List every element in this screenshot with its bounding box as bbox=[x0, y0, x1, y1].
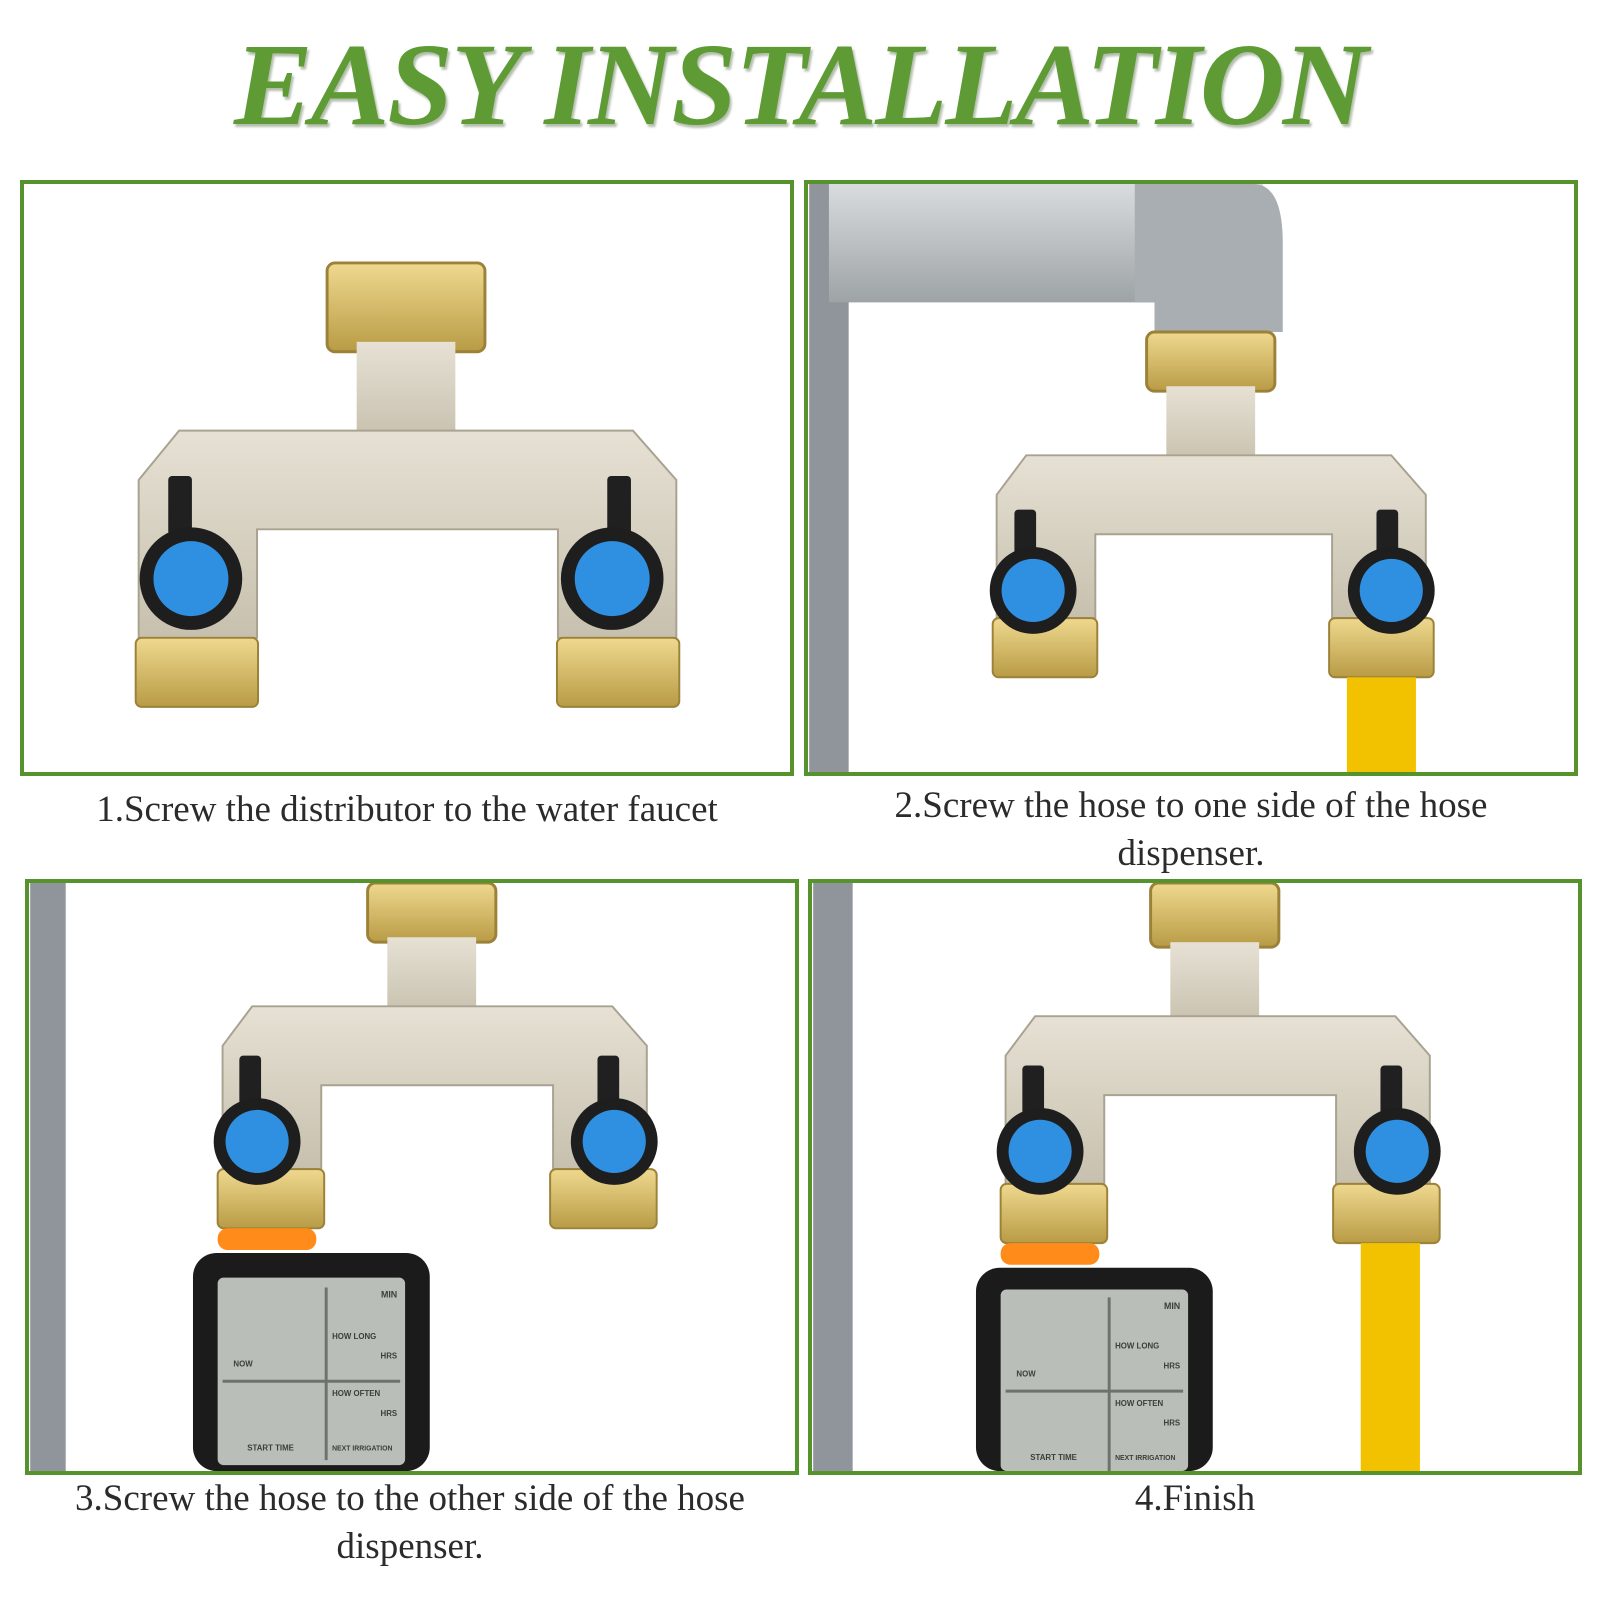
water-timer-icon: MIN HOW LONG HRS NOW HOW OFTEN HRS START… bbox=[192, 1228, 430, 1471]
timer-label-hrs-1: HRS bbox=[381, 1352, 398, 1361]
wall-pipe-icon bbox=[30, 883, 66, 1471]
timer-label-how-long: HOW LONG bbox=[332, 1332, 376, 1341]
step-2-panel bbox=[804, 180, 1578, 776]
timer-label-how-long: HOW LONG bbox=[1115, 1342, 1159, 1351]
wall-pipe-icon bbox=[813, 883, 853, 1471]
step-2-photo bbox=[809, 184, 1435, 772]
timer-label-start-time: START TIME bbox=[1030, 1453, 1077, 1462]
step-3-panel: MIN HOW LONG HRS NOW HOW OFTEN HRS START… bbox=[25, 879, 799, 1475]
water-timer-icon: MIN HOW LONG HRS NOW HOW OFTEN HRS START… bbox=[975, 1243, 1213, 1471]
faucet-pipe-icon bbox=[828, 184, 1283, 332]
timer-label-next-irrigation: NEXT IRRIGATION bbox=[1115, 1455, 1175, 1462]
step-2-caption: 2.Screw the hose to one side of the hose… bbox=[894, 785, 1488, 874]
timer-label-hrs-2: HRS bbox=[381, 1409, 398, 1418]
garden-hose-icon bbox=[1346, 677, 1416, 772]
timer-label-now: NOW bbox=[233, 1359, 253, 1368]
step-4-photo: MIN HOW LONG HRS NOW HOW OFTEN HRS START… bbox=[813, 883, 1441, 1471]
timer-label-how-often: HOW OFTEN bbox=[1115, 1399, 1163, 1408]
step-4-caption: 4.Finish bbox=[1134, 1478, 1256, 1519]
timer-label-min: MIN bbox=[381, 1289, 397, 1299]
step-4-panel: MIN HOW LONG HRS NOW HOW OFTEN HRS START… bbox=[808, 879, 1582, 1475]
hose-splitter-icon bbox=[996, 883, 1441, 1245]
timer-label-how-often: HOW OFTEN bbox=[332, 1389, 380, 1398]
step-3-photo: MIN HOW LONG HRS NOW HOW OFTEN HRS START… bbox=[30, 883, 658, 1471]
page-title: EASY INSTALLATION bbox=[233, 19, 1368, 150]
step-1-caption: 1.Screw the distributor to the water fau… bbox=[96, 789, 718, 830]
timer-label-now: NOW bbox=[1016, 1369, 1036, 1378]
timer-label-start-time: START TIME bbox=[247, 1443, 294, 1452]
timer-label-next-irrigation: NEXT IRRIGATION bbox=[332, 1445, 392, 1452]
step-1-panel bbox=[20, 180, 794, 776]
timer-label-min: MIN bbox=[1164, 1301, 1180, 1311]
timer-label-hrs-2: HRS bbox=[1164, 1419, 1181, 1428]
step-3-caption: 3.Screw the hose to the other side of th… bbox=[75, 1478, 745, 1567]
hose-splitter-icon bbox=[213, 883, 658, 1230]
garden-hose-icon bbox=[1360, 1243, 1420, 1471]
step-1-photo bbox=[134, 261, 681, 708]
hose-splitter-icon bbox=[134, 261, 681, 708]
hose-splitter-icon bbox=[989, 330, 1435, 679]
timer-label-hrs-1: HRS bbox=[1164, 1361, 1181, 1370]
